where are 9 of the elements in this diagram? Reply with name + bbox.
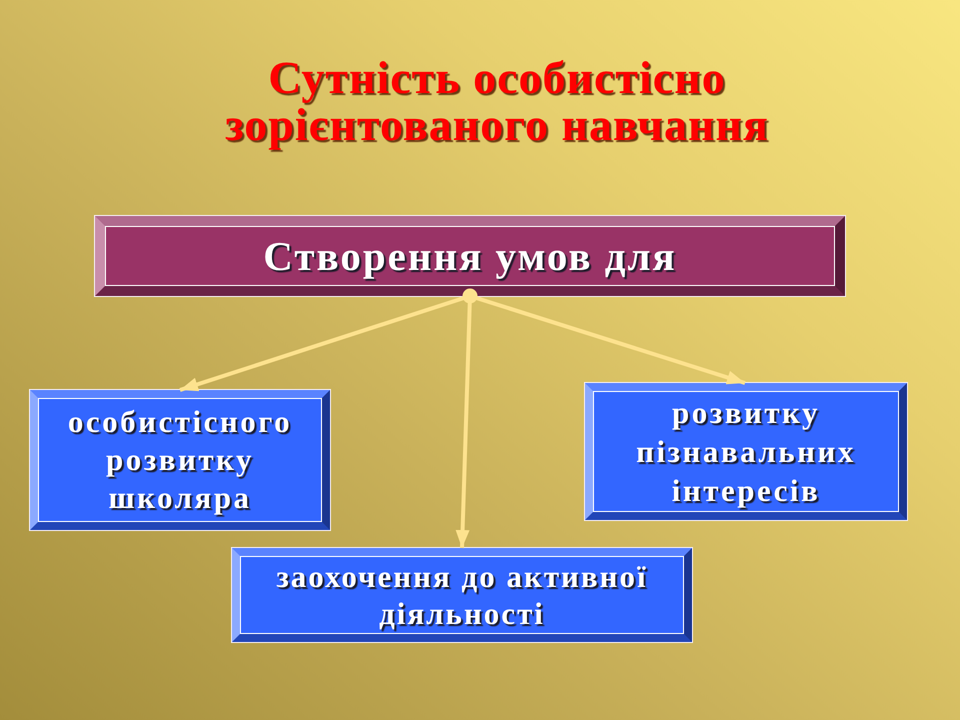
box-text: заохочення до активної діяльності	[275, 558, 649, 632]
process-box	[585, 383, 907, 520]
box-text: особистісного розвитку школяра	[66, 403, 294, 517]
process-box	[95, 216, 845, 296]
process-box	[232, 548, 692, 642]
title: Сутність особистісно зорієнтованого навчання	[224, 54, 770, 148]
box-text: Створення умов для	[263, 233, 677, 279]
process-box	[30, 390, 330, 530]
box-text: розвитку пізнавальних інтересів	[635, 394, 857, 510]
